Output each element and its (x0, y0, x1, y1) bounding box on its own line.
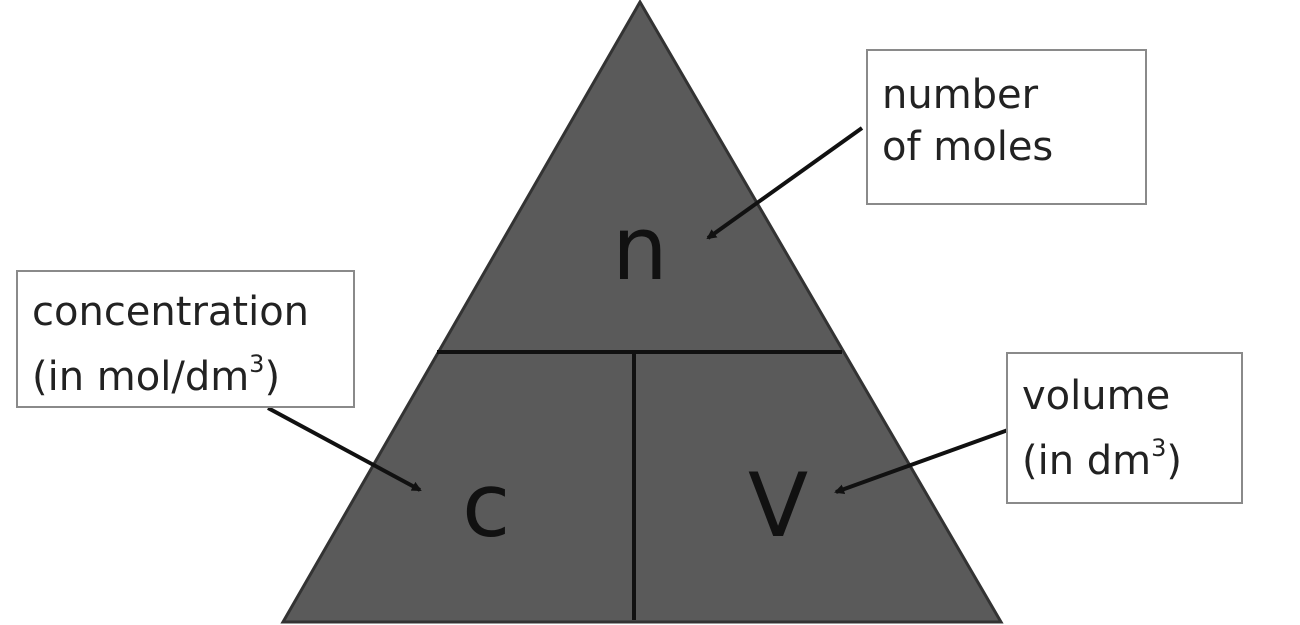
label-moles-line1: number (882, 72, 1039, 118)
arrow-volume (834, 428, 1009, 494)
label-concentration-line1: concentration (32, 289, 310, 335)
label-volume: volume (in dm3) (1006, 352, 1243, 504)
triangle-shape (280, 0, 1004, 624)
label-volume-close: ) (1166, 438, 1183, 484)
label-concentration-unit: (in mol/dm (32, 354, 250, 400)
symbol-v: V (748, 454, 809, 557)
label-concentration-sup: 3 (249, 350, 265, 378)
symbol-n: n (612, 197, 668, 300)
label-moles: number of moles (866, 49, 1147, 205)
label-volume-line1: volume (1022, 373, 1171, 419)
label-volume-unit: (in dm (1022, 438, 1152, 484)
symbol-c: c (462, 454, 511, 557)
label-concentration: concentration (in mol/dm3) (16, 270, 355, 408)
label-volume-sup: 3 (1151, 434, 1167, 462)
arrow-concentration (267, 406, 422, 492)
arrow-moles (706, 126, 864, 240)
label-moles-line2: of moles (882, 124, 1054, 170)
label-concentration-close: ) (264, 354, 281, 400)
